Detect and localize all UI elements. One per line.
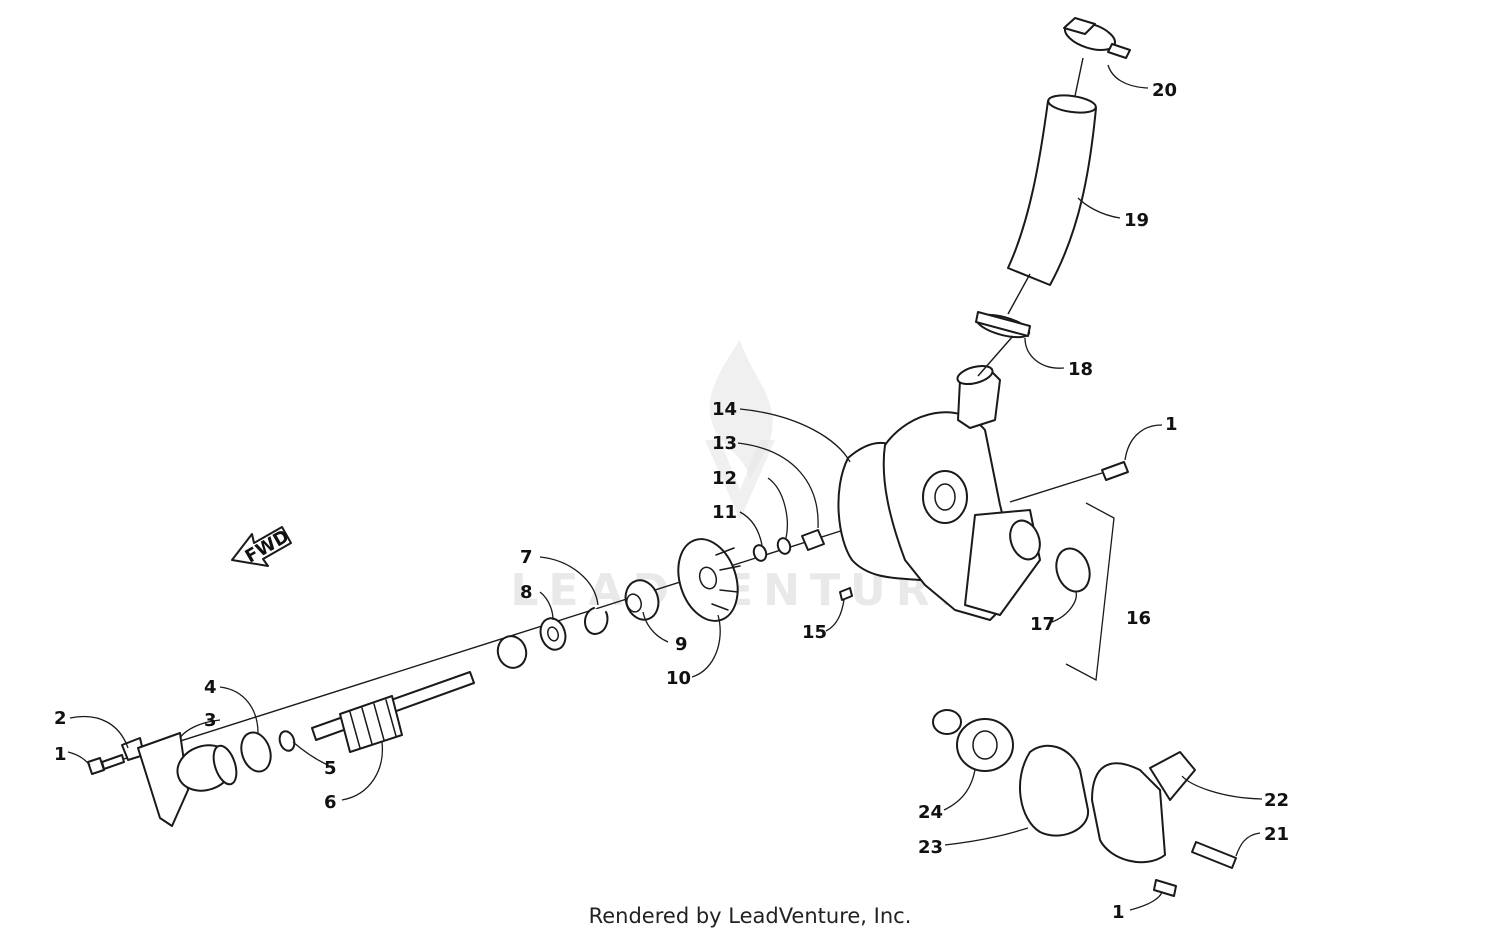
callout-20: 20 bbox=[1152, 80, 1177, 101]
impeller bbox=[677, 538, 741, 622]
bolt-left bbox=[87, 754, 125, 775]
callout-24: 24 bbox=[918, 802, 943, 823]
fwd-arrow: FWD bbox=[231, 526, 293, 568]
o-ring bbox=[240, 731, 272, 773]
seal-ring bbox=[1055, 547, 1091, 593]
hose-clamp-upper bbox=[1063, 17, 1131, 59]
washer bbox=[278, 730, 296, 752]
bolt-lower bbox=[1153, 879, 1177, 897]
callout-5: 5 bbox=[324, 758, 337, 779]
washer-11 bbox=[752, 544, 768, 562]
callout-18: 18 bbox=[1068, 359, 1093, 380]
callout-1-upper: 1 bbox=[1165, 414, 1178, 435]
callout-10: 10 bbox=[666, 668, 691, 689]
circlip bbox=[584, 607, 609, 635]
callouts: 1 2 3 4 5 6 7 8 9 10 11 12 13 14 15 16 1… bbox=[54, 80, 1289, 923]
pump-cover bbox=[137, 732, 238, 827]
callout-7: 7 bbox=[520, 547, 533, 568]
fwd-label: FWD bbox=[242, 526, 293, 568]
callout-11: 11 bbox=[712, 502, 737, 523]
callout-22: 22 bbox=[1264, 790, 1289, 811]
bushing bbox=[496, 635, 528, 669]
thermostat bbox=[932, 709, 1014, 772]
impeller-bolt bbox=[801, 529, 825, 551]
callout-1-left: 1 bbox=[54, 744, 67, 765]
callout-3: 3 bbox=[204, 710, 217, 731]
callout-23: 23 bbox=[918, 837, 943, 858]
mechanical-seal bbox=[624, 579, 660, 621]
pump-shaft bbox=[311, 671, 475, 753]
callout-16: 16 bbox=[1126, 608, 1151, 629]
bolt-upper bbox=[1101, 461, 1129, 481]
callout-17: 17 bbox=[1030, 614, 1055, 635]
footer-credit: Rendered by LeadVenture, Inc. bbox=[588, 904, 912, 928]
assembly-bracket bbox=[1065, 502, 1115, 682]
callout-2: 2 bbox=[54, 708, 67, 729]
coolant-hose bbox=[1007, 94, 1097, 286]
callout-12: 12 bbox=[712, 468, 737, 489]
leader-lines bbox=[67, 64, 1263, 911]
bearing bbox=[539, 617, 567, 651]
dowel-pin bbox=[839, 587, 853, 601]
hose-clamp-lower bbox=[975, 311, 1031, 339]
thermostat-housing bbox=[1091, 751, 1196, 864]
callout-19: 19 bbox=[1124, 210, 1149, 231]
callout-14: 14 bbox=[712, 399, 737, 420]
callout-4: 4 bbox=[204, 677, 217, 698]
callout-6: 6 bbox=[324, 792, 337, 813]
callout-8: 8 bbox=[520, 582, 533, 603]
callout-1-lower: 1 bbox=[1112, 902, 1125, 923]
callout-15: 15 bbox=[802, 622, 827, 643]
thermostat-gasket bbox=[1018, 744, 1090, 837]
water-pump-housing bbox=[882, 364, 1041, 621]
housing-bolt bbox=[1191, 841, 1237, 869]
callout-9: 9 bbox=[675, 634, 688, 655]
callout-13: 13 bbox=[712, 433, 737, 454]
callout-21: 21 bbox=[1264, 824, 1289, 845]
washer-12 bbox=[776, 537, 792, 555]
